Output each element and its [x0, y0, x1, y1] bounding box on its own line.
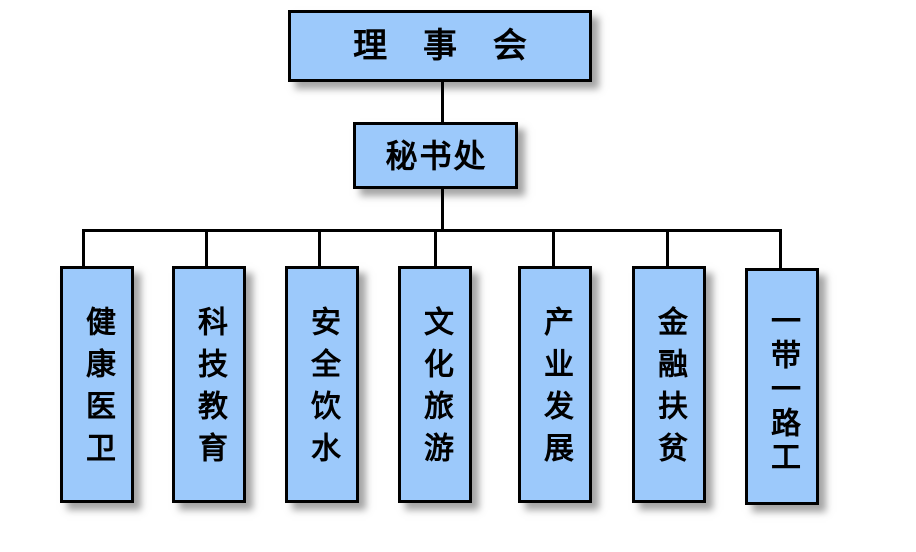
node-leaf-industry-development[interactable]: 产业发展 [518, 266, 592, 503]
node-root-label: 理 事 会 [353, 26, 539, 66]
connector-drop-3 [318, 229, 321, 266]
node-leaf-culture-tourism[interactable]: 文化旅游 [398, 266, 472, 503]
node-leaf-label-3: 安全饮水 [305, 305, 340, 474]
node-leaf-label-1: 健康医卫 [80, 305, 115, 474]
connector-drop-6 [666, 229, 669, 266]
node-leaf-health[interactable]: 健康医卫 [60, 266, 134, 503]
connector-drop-5 [552, 229, 555, 266]
node-leaf-label-5: 产业发展 [538, 305, 573, 474]
node-leaf-science-education[interactable]: 科技教育 [172, 266, 246, 503]
node-root-board[interactable]: 理 事 会 [288, 10, 592, 82]
node-leaf-label-6: 金融扶贫 [652, 305, 687, 474]
connector-horizontal-bus [82, 229, 782, 232]
node-leaf-label-4: 文化旅游 [418, 305, 453, 474]
node-leaf-label-7: 一带一路工 [765, 304, 800, 475]
connector-drop-1 [82, 229, 85, 266]
node-secretariat[interactable]: 秘书处 [353, 122, 518, 189]
connector-drop-7 [779, 229, 782, 268]
connector-drop-4 [434, 229, 437, 266]
connector-root-to-secretariat [441, 82, 444, 122]
node-leaf-label-2: 科技教育 [192, 305, 227, 474]
node-leaf-finance-poverty[interactable]: 金融扶贫 [632, 266, 706, 503]
connector-secretariat-to-bus [441, 189, 444, 232]
node-secretariat-label: 秘书处 [385, 136, 488, 175]
node-leaf-belt-and-road[interactable]: 一带一路工 [745, 268, 819, 505]
connector-drop-2 [205, 229, 208, 266]
node-leaf-safe-water[interactable]: 安全饮水 [285, 266, 359, 503]
